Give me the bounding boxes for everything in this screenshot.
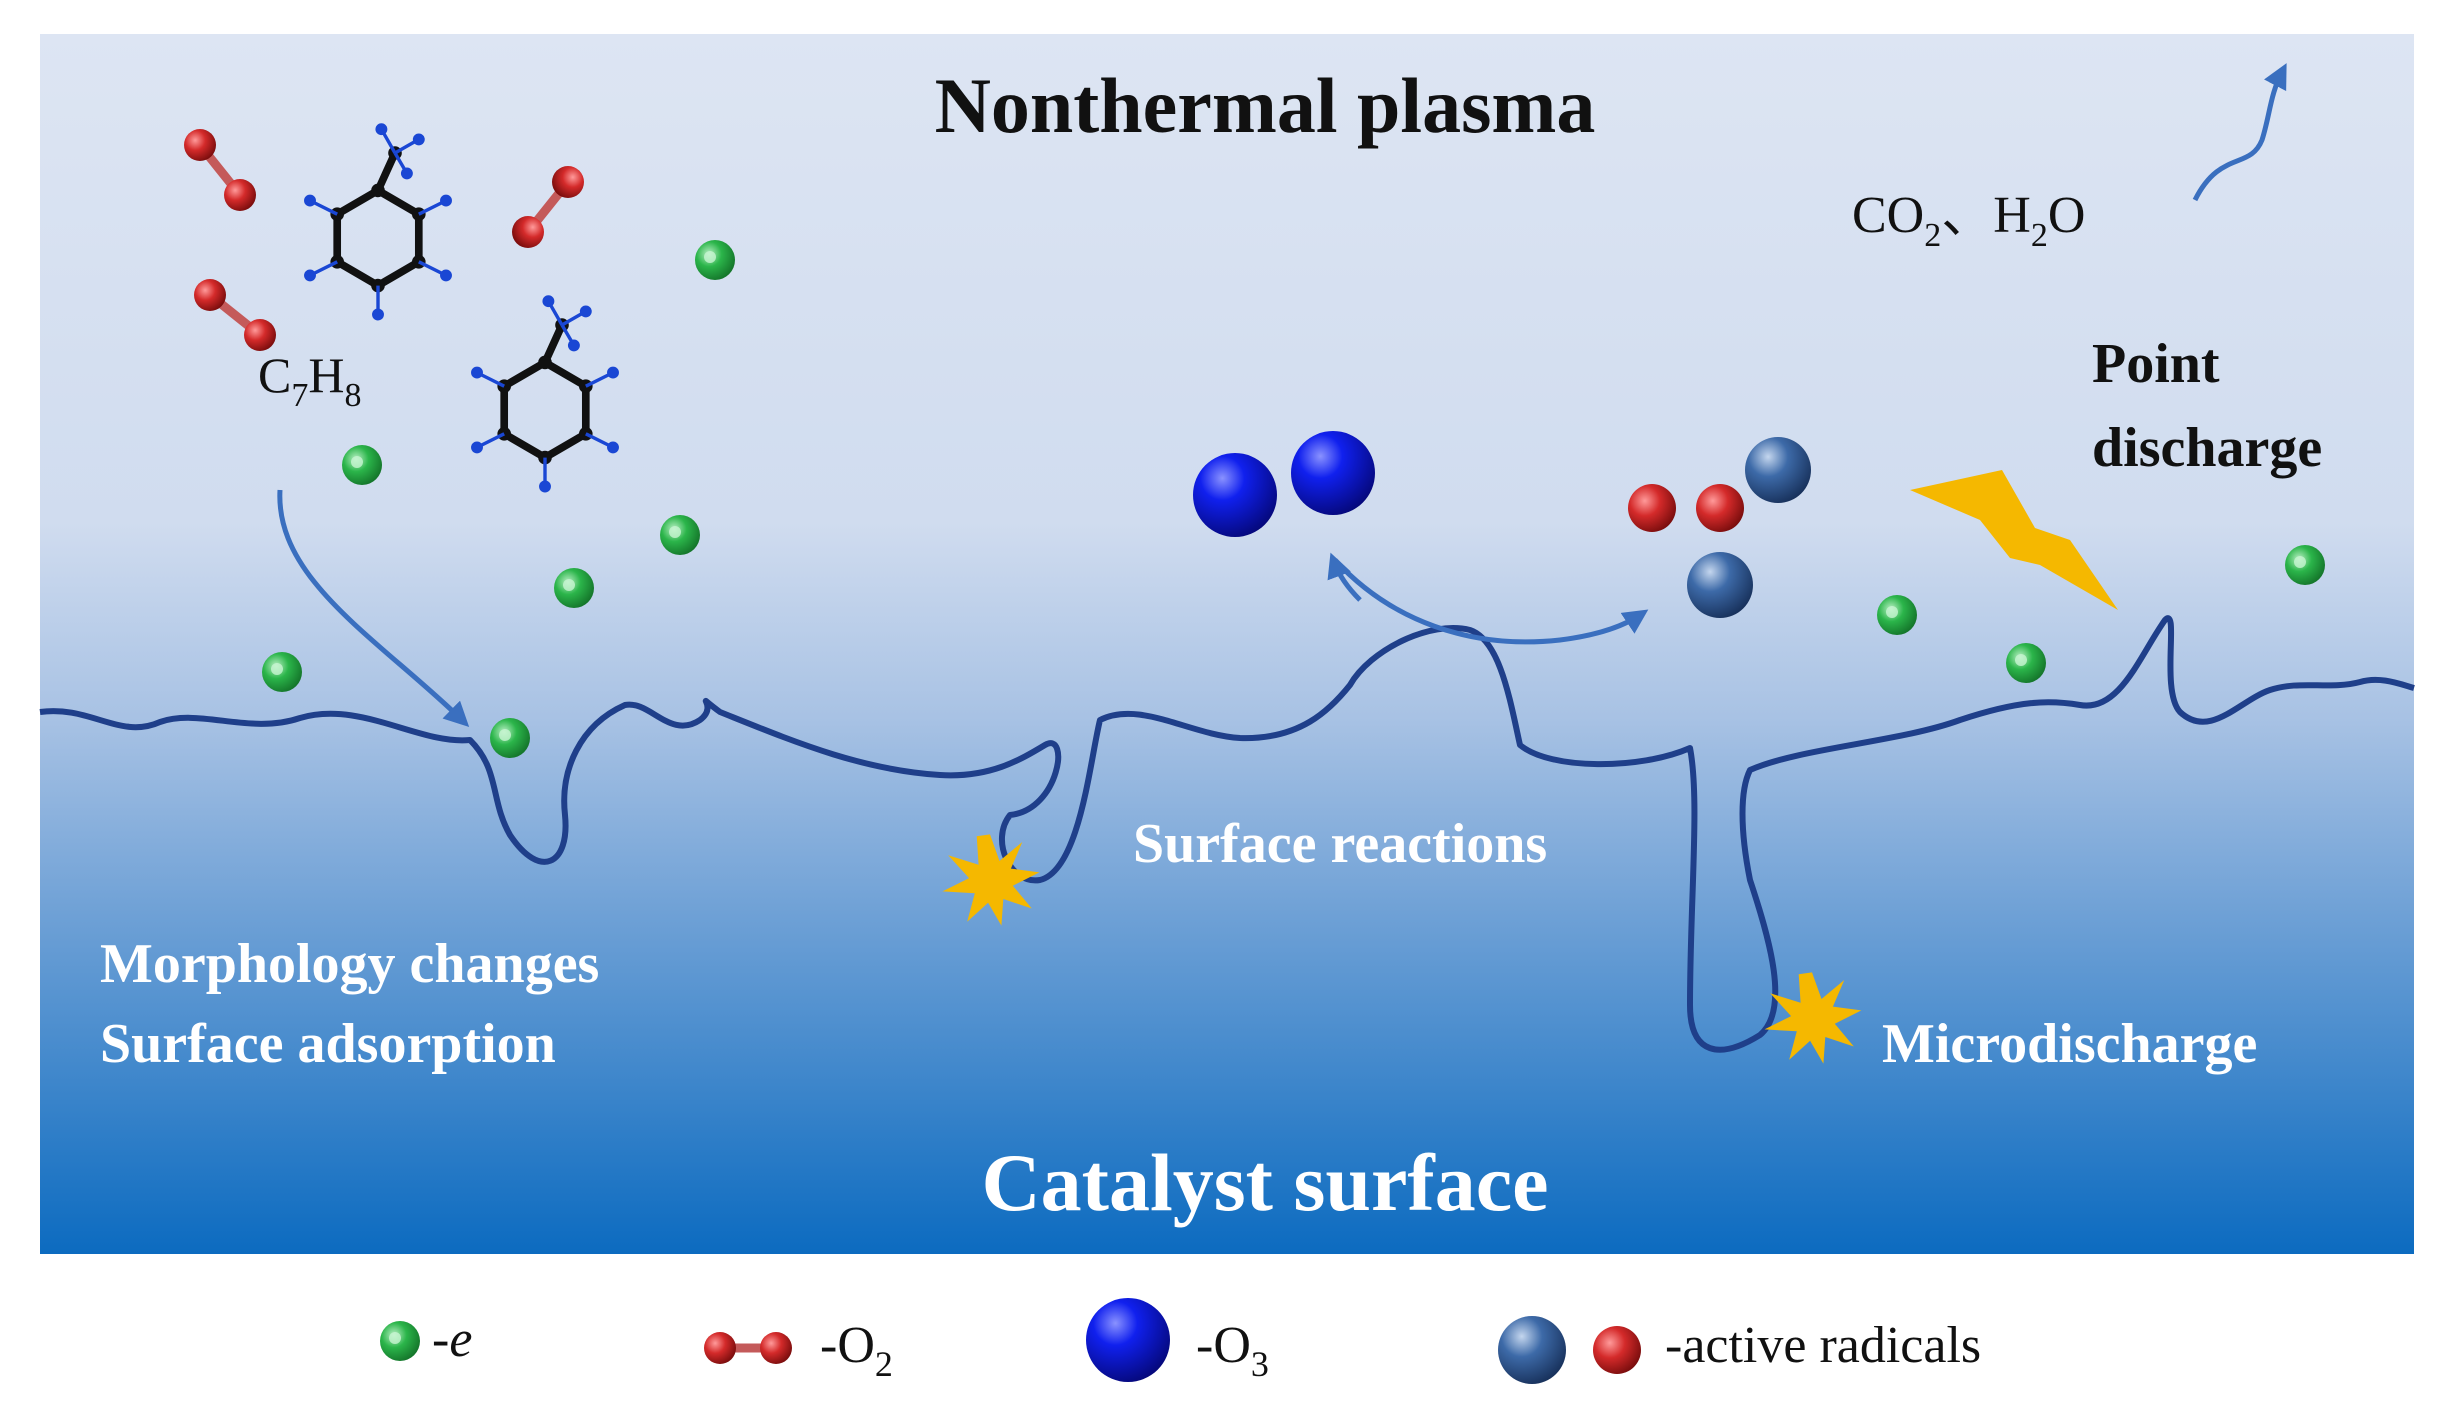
electron-icon (2285, 545, 2325, 585)
legend: -e -O2 -O3 -active radicals (380, 1298, 1981, 1384)
ozone-arrow-icon (1333, 558, 1649, 645)
electron-icon (342, 445, 382, 485)
surface-reactions-label: Surface reactions (1133, 813, 1547, 875)
ozone-return-arrow-icon (1327, 552, 1362, 602)
point-discharge-label-line1: Point (2092, 333, 2220, 395)
catalyst-surface-line (39, 615, 2415, 1053)
microdischarge-label: Microdischarge (1882, 1013, 2257, 1075)
products-label: CO2、H2O (1852, 187, 2085, 254)
electron-icon (554, 568, 594, 608)
electron-icon (660, 515, 700, 555)
svg-text:-active radicals: -active radicals (1665, 1317, 1981, 1374)
legend-item-electron: -e (380, 1311, 472, 1368)
adsorption-arrow-icon (277, 489, 470, 727)
active-radical-icon (1498, 1316, 1566, 1384)
active-radical-icon (1628, 437, 1811, 618)
svg-text:-O2: -O2 (820, 1317, 893, 1384)
toluene-label: C7H8 (258, 347, 361, 414)
diagram-background (40, 34, 2414, 1254)
point-discharge-label-line2: discharge (2092, 417, 2322, 479)
ozone-icon (1086, 1298, 1170, 1382)
ozone-icon (1193, 431, 1375, 537)
product-arrow-icon (2192, 63, 2287, 202)
legend-item-active-radicals: -active radicals (1498, 1316, 1981, 1384)
legend-item-o3: -O3 (1086, 1298, 1269, 1384)
electron-icon (490, 718, 530, 758)
legend-item-o2: -O2 (704, 1317, 893, 1384)
catalyst-surface-title: Catalyst surface (981, 1137, 1548, 1228)
morphology-changes-label: Morphology changes (100, 933, 599, 995)
lightning-bolt-icon (1910, 470, 2118, 610)
svg-text:-O3: -O3 (1196, 1317, 1269, 1384)
electron-icon (2006, 643, 2046, 683)
electron-icon (1877, 595, 1917, 635)
electron-icon (380, 1321, 420, 1361)
electron-icon (695, 240, 735, 280)
surface-adsorption-label: Surface adsorption (100, 1013, 556, 1075)
diagram-title: Nonthermal plasma (935, 62, 1596, 149)
electron-icon (262, 652, 302, 692)
svg-text:-e: -e (432, 1311, 472, 1368)
